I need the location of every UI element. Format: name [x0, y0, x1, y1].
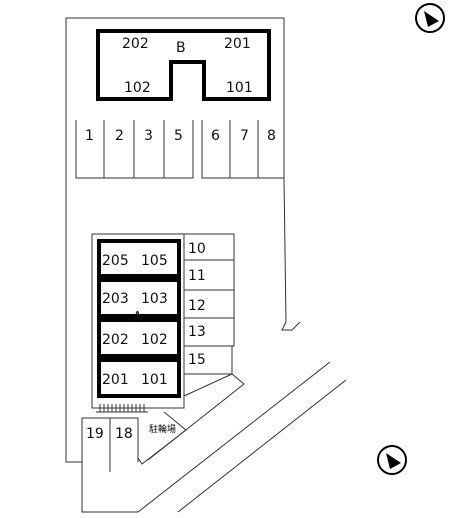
- parking-bottom-row: [81, 417, 139, 472]
- building-a-block-205-105: [97, 239, 181, 278]
- parking-space-13: 13: [188, 324, 206, 340]
- site-boundary-right: [281, 177, 301, 331]
- compass-north-arrow-icon: [377, 445, 407, 475]
- compass-north-arrow-icon: [415, 3, 445, 33]
- parking-space-3: 3: [144, 128, 153, 144]
- parking-space-15: 15: [188, 352, 206, 368]
- parking-top-row: [75, 120, 284, 179]
- building-a-block-201-101: [97, 358, 181, 398]
- parking-space-2: 2: [115, 128, 124, 144]
- building-b-outline: [96, 29, 271, 101]
- parking-space-6: 6: [211, 128, 220, 144]
- bicycle-rack-hatching: [96, 404, 148, 413]
- building-a-unit-102: 102: [141, 332, 168, 348]
- parking-space-10: 10: [188, 241, 206, 257]
- parking-space-8: 8: [267, 128, 276, 144]
- parking-space-7: 7: [240, 128, 249, 144]
- building-a-site: [91, 233, 185, 409]
- building-a-unit-203: 203: [102, 291, 129, 307]
- building-a-unit-101: 101: [141, 372, 168, 388]
- parking-space-18: 18: [115, 426, 133, 442]
- building-a-label: A: [133, 310, 142, 325]
- parking-space-12: 12: [188, 298, 206, 314]
- building-b-label: B: [176, 40, 186, 56]
- building-a-unit-103: 103: [141, 291, 168, 307]
- building-b-unit-102: 102: [124, 80, 151, 96]
- site-boundary-top: [66, 17, 285, 178]
- parking-space-5: 5: [174, 128, 183, 144]
- building-a-unit-105: 105: [141, 253, 168, 269]
- parking-space-19: 19: [86, 426, 104, 442]
- building-a-unit-202: 202: [102, 332, 129, 348]
- driveway-lines: [137, 373, 245, 465]
- building-a-unit-205: 205: [102, 253, 129, 269]
- bicycle-parking-label: 駐輪場: [149, 423, 176, 435]
- road-edge-inner: [137, 361, 331, 513]
- building-b-unit-201: 201: [224, 36, 251, 52]
- parking-space-11: 11: [188, 268, 206, 284]
- road-edge-outer: [177, 379, 347, 513]
- building-b-unit-202: 202: [122, 36, 149, 52]
- parking-space-1: 1: [85, 128, 94, 144]
- building-a-block-202-102: [97, 318, 181, 358]
- building-b-unit-101: 101: [226, 80, 253, 96]
- building-a-unit-201: 201: [102, 372, 129, 388]
- parking-right-column: [184, 233, 235, 375]
